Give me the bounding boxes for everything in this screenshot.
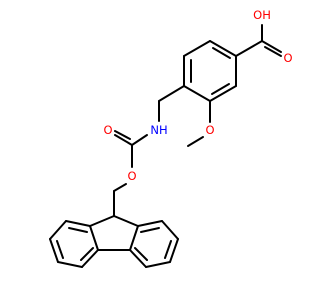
bond [57, 261, 83, 268]
bond [129, 249, 147, 268]
atom-label-o: O [283, 51, 292, 65]
bond [49, 238, 59, 263]
methoxy-group: O [187, 100, 215, 147]
bond [81, 249, 99, 268]
bond [137, 220, 163, 227]
bond [113, 183, 127, 192]
double-bond-inner [134, 247, 148, 261]
bond [131, 134, 148, 146]
bond [113, 215, 139, 227]
structure-canvas: OH O O NH O O [49, 8, 293, 268]
bond [89, 225, 99, 251]
double-bond-inner [212, 47, 231, 59]
bond [187, 136, 204, 147]
atom-label-o: O [127, 169, 136, 183]
bond [129, 225, 139, 251]
bond [49, 220, 67, 240]
bond [65, 220, 91, 227]
double-bond-c-o [264, 46, 282, 57]
benzene-ring-top [183, 40, 237, 102]
double-bond-inner [80, 247, 94, 261]
bond [145, 261, 171, 268]
atom-label-o: O [103, 123, 112, 137]
atom-label-oh: OH [253, 8, 271, 22]
bond [169, 238, 179, 263]
double-bond-inner [140, 227, 160, 233]
methylene-amine-linker: NH [150, 85, 185, 137]
molecule-structure: OH O O NH O O [49, 8, 293, 268]
double-bond-inner [211, 83, 230, 95]
bond [158, 85, 185, 102]
carboxylic-acid-group: OH O [235, 8, 293, 65]
double-bond-c-o [114, 134, 133, 146]
carbamate-group: O O [103, 123, 148, 217]
double-bond-c-o [261, 40, 282, 53]
double-bond-inner [164, 240, 172, 259]
atom-label-o: O [205, 123, 214, 137]
double-bond-c-o [114, 130, 131, 140]
bond [209, 40, 237, 57]
double-bond-inner [56, 240, 64, 259]
bond [161, 220, 179, 240]
bond [209, 85, 237, 102]
fluorene-group [49, 215, 179, 268]
bond [183, 40, 211, 57]
bond [89, 215, 115, 227]
atom-label-nh: NH [150, 123, 167, 137]
bond [183, 85, 211, 102]
double-bond-inner [68, 227, 88, 233]
bond [235, 40, 263, 57]
